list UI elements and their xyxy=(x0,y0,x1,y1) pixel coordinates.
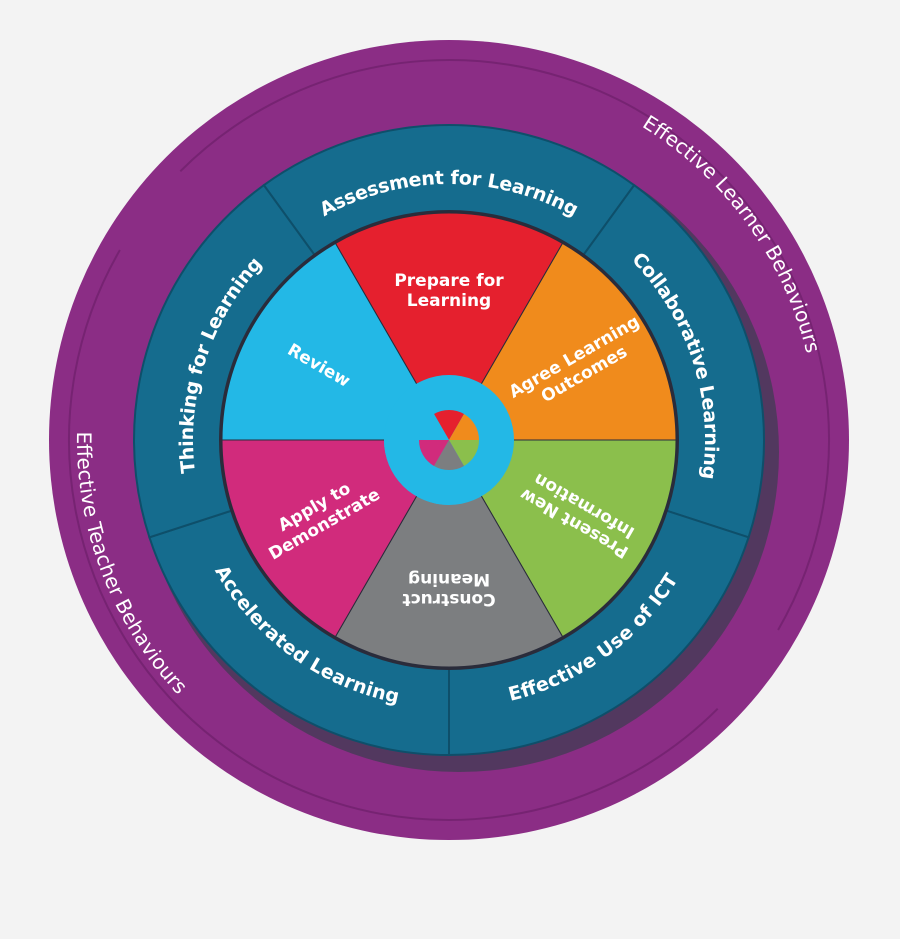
wedge-label: ConstructMeaning xyxy=(402,569,495,609)
wheel-wedge xyxy=(448,242,677,441)
center-wedge xyxy=(419,414,449,440)
center-wedge xyxy=(449,440,479,466)
wheel-wedge xyxy=(334,212,564,442)
center-wedge xyxy=(434,440,464,471)
wheel-wedge xyxy=(221,439,450,638)
overlap-arc-top xyxy=(179,59,830,631)
center-ring xyxy=(384,375,514,505)
center-wedge xyxy=(434,410,464,440)
center-wedge xyxy=(449,414,479,440)
center-wedge xyxy=(419,440,449,466)
overlap-arc-bottom xyxy=(68,249,719,821)
wheel-wedge xyxy=(448,439,677,638)
spiral-tail xyxy=(384,440,449,505)
wheel-wedge xyxy=(221,242,450,441)
wheel-wedge xyxy=(334,438,564,668)
